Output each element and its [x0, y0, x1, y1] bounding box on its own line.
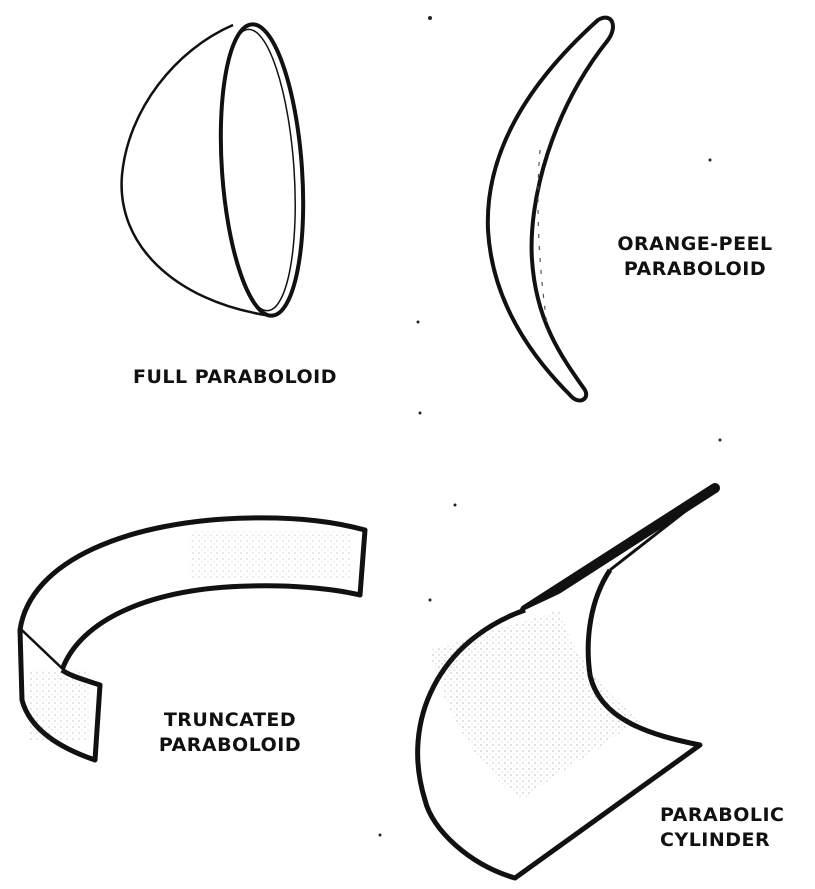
truncated-paraboloid-label: TRUNCATED PARABOLOID: [130, 708, 330, 758]
orange-peel-label-line-2: PARABOLOID: [600, 257, 790, 282]
cylinder-label-line-2: CYLINDER: [660, 828, 815, 853]
full-paraboloid-shape: [122, 22, 313, 319]
full-paraboloid-label-line: FULL PARABOLOID: [110, 365, 360, 390]
truncated-label-line-2: PARABOLOID: [130, 733, 330, 758]
orange-peel-label-line-1: ORANGE-PEEL: [600, 232, 790, 257]
cylinder-label-line-1: PARABOLIC: [660, 803, 815, 828]
truncated-label-line-1: TRUNCATED: [130, 708, 330, 733]
parabolic-cylinder-label: PARABOLIC CYLINDER: [640, 803, 815, 853]
orange-peel-paraboloid-shape: [488, 18, 613, 401]
orange-peel-paraboloid-label: ORANGE-PEEL PARABOLOID: [600, 232, 790, 282]
full-paraboloid-label: FULL PARABOLOID: [110, 365, 360, 390]
